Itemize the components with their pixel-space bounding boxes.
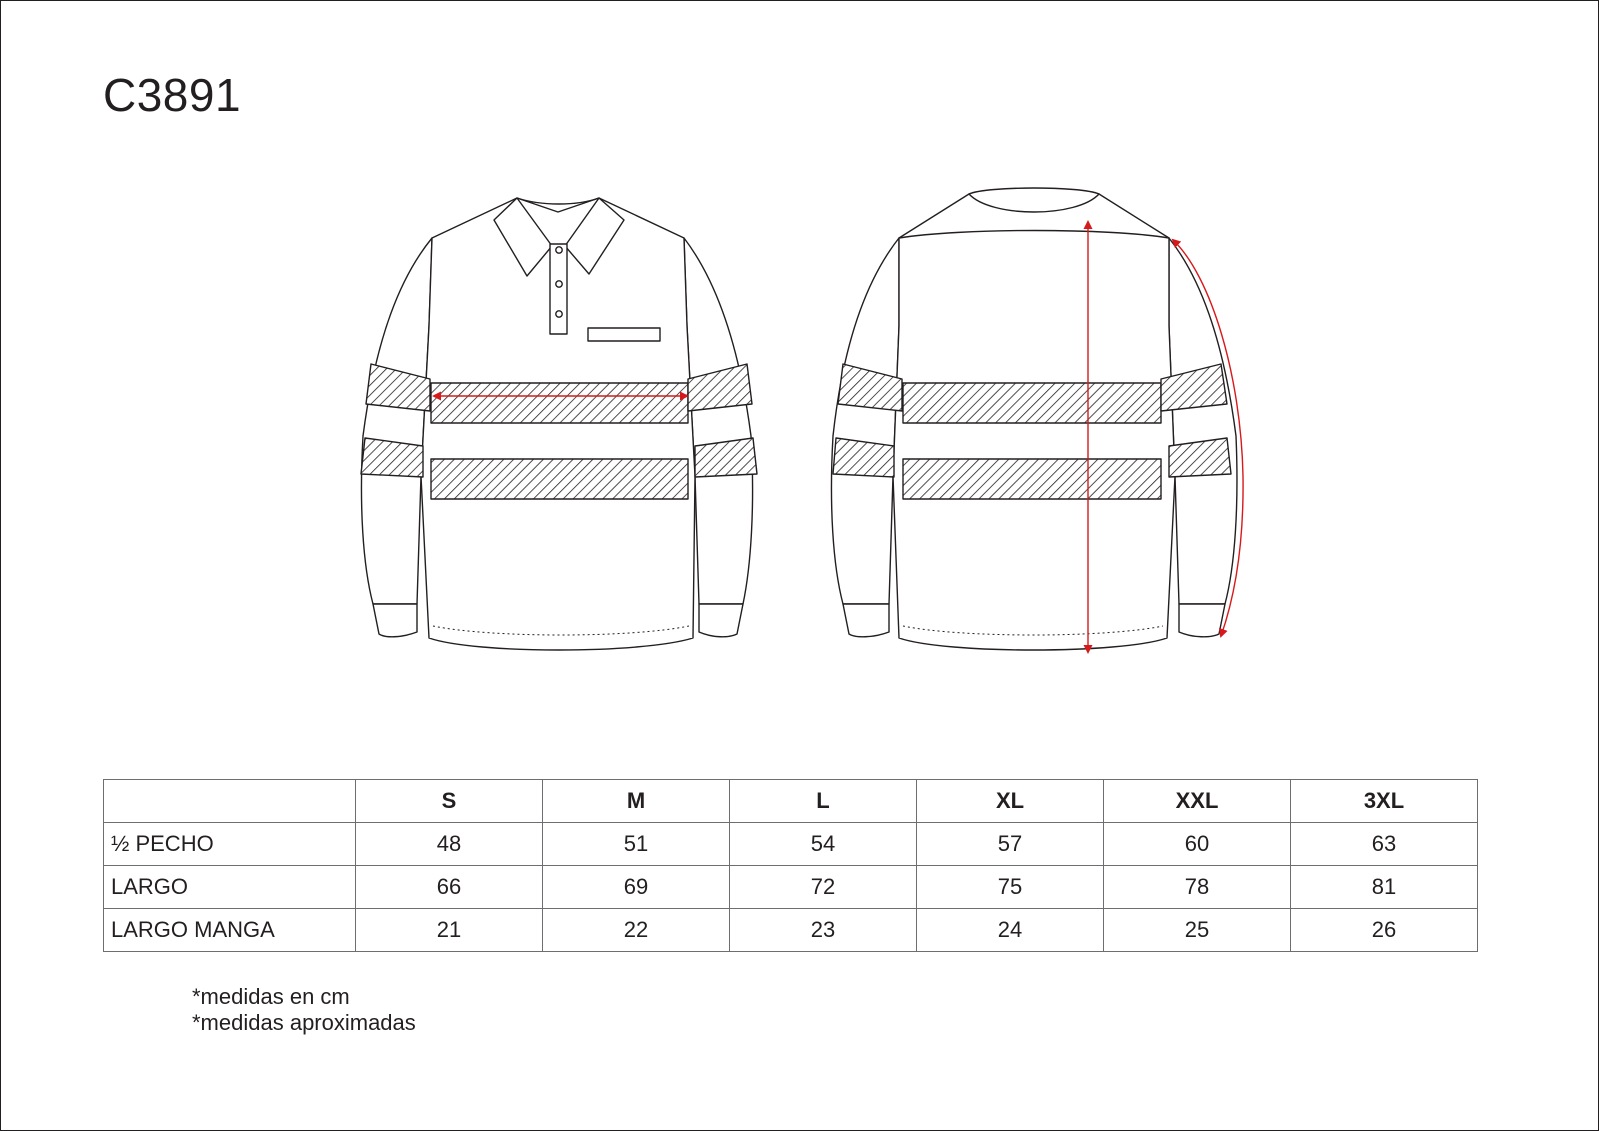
garment-technical-drawing bbox=[341, 176, 1281, 676]
model-code-title: C3891 bbox=[103, 69, 242, 121]
table-cell: 51 bbox=[542, 822, 730, 866]
note-units: *medidas en cm bbox=[192, 984, 350, 1009]
size-chart-table: S M L XL XXL 3XL ½ PECHO 48 51 54 57 60 … bbox=[103, 779, 1478, 952]
front-chest-pocket bbox=[587, 327, 661, 342]
table-row: LARGO MANGA 21 22 23 24 25 26 bbox=[103, 908, 1478, 952]
size-header-cell: M bbox=[542, 779, 730, 823]
table-cell: 81 bbox=[1290, 865, 1478, 909]
table-cell: 57 bbox=[916, 822, 1104, 866]
table-cell: 72 bbox=[729, 865, 917, 909]
back-right-sleeve bbox=[1168, 237, 1238, 605]
front-reflective-band-upper bbox=[430, 382, 689, 424]
size-header-cell: L bbox=[729, 779, 917, 823]
size-header-row: S M L XL XXL 3XL bbox=[103, 779, 1478, 823]
front-reflective-band-lower bbox=[430, 458, 689, 500]
table-cell: 54 bbox=[729, 822, 917, 866]
table-cell: 25 bbox=[1103, 908, 1291, 952]
back-left-sleeve bbox=[830, 237, 900, 605]
table-row: LARGO 66 69 72 75 78 81 bbox=[103, 865, 1478, 909]
table-cell: 63 bbox=[1290, 822, 1478, 866]
back-reflective-band-upper bbox=[902, 382, 1162, 424]
back-view bbox=[830, 187, 1238, 651]
front-placket bbox=[549, 243, 568, 335]
table-cell: 26 bbox=[1290, 908, 1478, 952]
table-cell: 48 bbox=[355, 822, 543, 866]
table-cell: 24 bbox=[916, 908, 1104, 952]
measurement-notes: *medidas en cm *medidas aproximadas bbox=[192, 984, 416, 1036]
table-cell: 60 bbox=[1103, 822, 1291, 866]
row-label-half-chest: ½ PECHO bbox=[103, 822, 356, 866]
note-approximate: *medidas aproximadas bbox=[192, 1010, 416, 1035]
table-cell: 66 bbox=[355, 865, 543, 909]
row-label-sleeve-length: LARGO MANGA bbox=[103, 908, 356, 952]
sleeve-measure-arrow bbox=[1171, 238, 1244, 638]
table-cell: 23 bbox=[729, 908, 917, 952]
table-row: ½ PECHO 48 51 54 57 60 63 bbox=[103, 822, 1478, 866]
back-reflective-band-lower bbox=[902, 458, 1162, 500]
table-cell: 78 bbox=[1103, 865, 1291, 909]
table-cell: 69 bbox=[542, 865, 730, 909]
table-cell: 21 bbox=[355, 908, 543, 952]
table-cell: 22 bbox=[542, 908, 730, 952]
row-label-length: LARGO bbox=[103, 865, 356, 909]
back-left-cuff bbox=[842, 603, 890, 638]
front-left-sleeve-band-upper bbox=[365, 363, 431, 412]
size-header-cell: XL bbox=[916, 779, 1104, 823]
front-left-sleeve bbox=[360, 237, 433, 605]
size-header-cell: S bbox=[355, 779, 543, 823]
front-collar bbox=[493, 197, 553, 277]
front-left-cuff bbox=[372, 603, 418, 638]
table-cell: 75 bbox=[916, 865, 1104, 909]
back-right-cuff bbox=[1178, 603, 1226, 638]
size-header-cell: 3XL bbox=[1290, 779, 1478, 823]
header-blank-cell bbox=[103, 779, 356, 823]
front-body bbox=[420, 197, 696, 651]
front-view bbox=[360, 197, 758, 651]
size-header-cell: XXL bbox=[1103, 779, 1291, 823]
front-right-cuff bbox=[698, 603, 744, 638]
